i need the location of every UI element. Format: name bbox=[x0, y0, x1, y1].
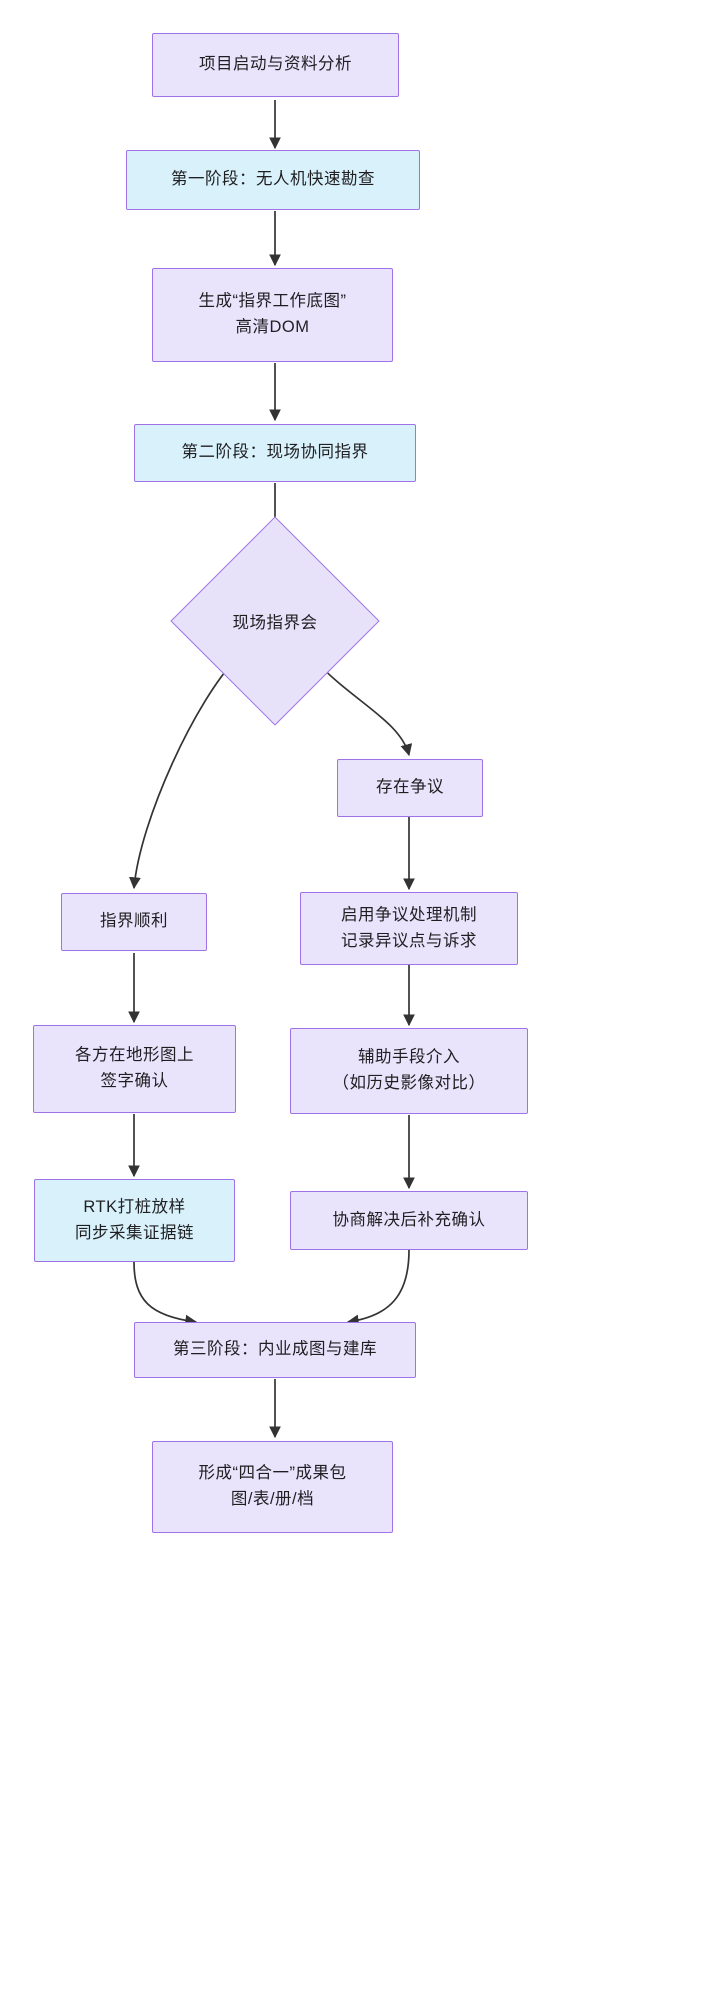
edge-n12-n13 bbox=[346, 1249, 410, 1327]
node-label: RTK打桩放样 同步采集证据链 bbox=[75, 1197, 194, 1242]
node-label: 第三阶段：内业成图与建库 bbox=[173, 1340, 377, 1359]
node-boundary-smooth[interactable]: 指界顺利 bbox=[61, 893, 207, 951]
node-rtk-staking[interactable]: RTK打桩放样 同步采集证据链 bbox=[34, 1179, 235, 1262]
node-phase-three-mapping[interactable]: 第三阶段：内业成图与建库 bbox=[134, 1322, 416, 1378]
node-label: 生成“指界工作底图” 高清DOM bbox=[198, 292, 347, 336]
node-label: 第一阶段：无人机快速勘查 bbox=[171, 170, 375, 189]
node-generate-base-map[interactable]: 生成“指界工作底图” 高清DOM bbox=[152, 268, 393, 362]
node-onsite-boundary-meeting[interactable]: 现场指界会 bbox=[170, 516, 380, 726]
node-label: 协商解决后补充确认 bbox=[332, 1210, 486, 1229]
node-label: 项目启动与资料分析 bbox=[199, 55, 352, 74]
node-dispute-mechanism[interactable]: 启用争议处理机制 记录异议点与诉求 bbox=[300, 892, 518, 965]
node-label: 指界顺利 bbox=[100, 912, 168, 931]
node-label: 辅助手段介入 （如历史影像对比） bbox=[332, 1048, 486, 1092]
node-label: 启用争议处理机制 记录异议点与诉求 bbox=[341, 905, 477, 950]
edge-n11-n13 bbox=[133, 1261, 198, 1327]
node-label: 形成“四合一”成果包 图/表/册/档 bbox=[198, 1464, 347, 1508]
edge-n5-n7 bbox=[129, 657, 238, 890]
node-label: 现场指界会 bbox=[232, 614, 318, 632]
node-auxiliary-means[interactable]: 辅助手段介入 （如历史影像对比） bbox=[290, 1028, 528, 1114]
node-phase-one-uav-survey[interactable]: 第一阶段：无人机快速勘查 bbox=[126, 150, 420, 210]
node-phase-two-onsite[interactable]: 第二阶段：现场协同指界 bbox=[134, 424, 416, 482]
node-dispute-exists[interactable]: 存在争议 bbox=[337, 759, 483, 817]
node-label: 第二阶段：现场协同指界 bbox=[181, 443, 369, 462]
node-project-kickoff[interactable]: 项目启动与资料分析 bbox=[152, 33, 399, 97]
node-label: 各方在地形图上 签字确认 bbox=[75, 1046, 194, 1090]
node-final-deliverables[interactable]: 形成“四合一”成果包 图/表/册/档 bbox=[152, 1441, 393, 1533]
node-sign-confirmation[interactable]: 各方在地形图上 签字确认 bbox=[33, 1025, 236, 1113]
node-label: 存在争议 bbox=[376, 778, 444, 797]
node-negotiation-confirm[interactable]: 协商解决后补充确认 bbox=[290, 1191, 528, 1250]
